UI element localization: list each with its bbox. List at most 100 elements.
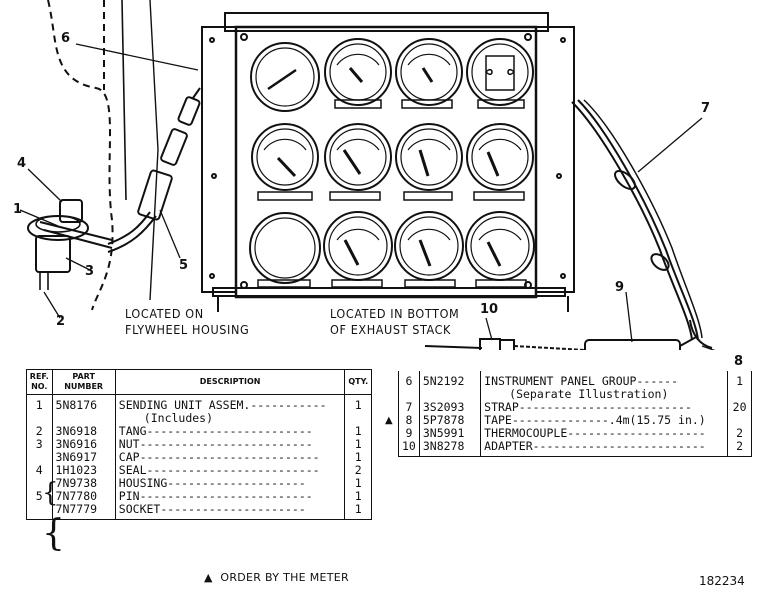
part-number-cell: 7N7779 <box>51 503 116 520</box>
table-row: 10 3N8278 ADAPTER-------------------------… <box>398 439 752 457</box>
description-text: THERMOCOUPLE <box>484 427 568 440</box>
part-number-text: 3N6916 <box>55 437 98 451</box>
description-text: NUT <box>118 438 140 451</box>
gauge-3-2 <box>323 211 393 288</box>
qty-cell: 1 <box>727 371 752 388</box>
thermocouple-probe <box>424 335 699 350</box>
description-leader: ----------- <box>250 398 327 412</box>
part-number-text: 3S2093 <box>422 400 465 414</box>
qty-text: 1 <box>354 502 362 516</box>
part-number-text: 3N6917 <box>55 450 98 464</box>
qty-cell: 1 <box>344 477 372 490</box>
qty-cell: 1 <box>344 490 372 503</box>
part-number-cell: 3N6917 <box>51 450 116 464</box>
ref-text: 5 <box>35 489 43 503</box>
description-cell: ADAPTER------------------------- <box>480 440 729 457</box>
description-leader: -------------------- <box>167 477 306 490</box>
qty-text: 1 <box>354 450 362 464</box>
thermocouple-harness <box>571 99 713 349</box>
table-row: (Includes) <box>26 412 372 425</box>
callout-8: 8 <box>734 354 744 369</box>
part-number-cell: 1H1023 <box>51 463 116 477</box>
sending-unit-cable <box>107 87 201 253</box>
part-number-cell <box>51 412 116 425</box>
description-cell: CAP-------------------------- <box>114 451 346 464</box>
description-text: (Includes) <box>143 412 214 425</box>
part-number-cell: 5N2192 <box>418 371 482 388</box>
brace-ref-4: { <box>42 478 59 508</box>
ref-text: 9 <box>405 426 413 440</box>
ref-cell: 3 <box>26 438 53 451</box>
figure-number: 182234 <box>699 574 745 588</box>
table-row: 3N6917 CAP-------------------------- 1 <box>26 450 372 464</box>
caption-exhaust-line1: LOCATED IN BOTTOM <box>330 306 460 321</box>
description-text: (Separate Illustration) <box>509 388 669 401</box>
part-number-text: 7N7780 <box>55 489 98 503</box>
part-number-text: 5N8176 <box>55 398 98 412</box>
caption-flywheel-line1: LOCATED ON <box>125 306 204 321</box>
qty-text: 1 <box>354 398 362 412</box>
qty-cell: 1 <box>344 450 372 464</box>
gauge-3-1-blank <box>249 212 321 288</box>
callout-4: 4 <box>17 156 27 171</box>
part-number-text: 5P7878 <box>422 413 465 427</box>
ref-text: 1 <box>35 398 43 412</box>
footnote: ▲ ORDER BY THE METER <box>204 571 349 584</box>
gauge-2-2 <box>324 123 392 201</box>
qty-text: 1 <box>354 424 362 438</box>
ref-cell: 6 <box>398 371 420 388</box>
part-number-cell: 3N5991 <box>418 426 482 440</box>
qty-cell: 2 <box>727 440 752 457</box>
qty-cell <box>727 388 752 401</box>
gauge-1-3 <box>395 38 463 109</box>
description-text: ADAPTER <box>484 440 533 453</box>
callout-3: 3 <box>85 264 95 279</box>
callout-7: 7 <box>701 101 711 116</box>
qty-cell: 1 <box>344 424 372 438</box>
header-qty: QTY. <box>344 369 372 395</box>
header-ref-no: REF. NO. <box>26 369 53 395</box>
callout-5: 5 <box>179 258 189 273</box>
description-leader: -------------------------- <box>139 451 320 464</box>
qty-cell: 1 <box>344 502 372 520</box>
ref-text: 2 <box>35 424 43 438</box>
qty-text: 2 <box>736 426 744 440</box>
callout-2: 2 <box>56 314 66 329</box>
part-number-text: 3N5991 <box>422 426 465 440</box>
ref-text: 7 <box>405 400 413 414</box>
qty-cell: 2 <box>344 464 372 477</box>
qty-text: 1 <box>736 374 744 388</box>
qty-text: 1 <box>354 437 362 451</box>
qty-cell <box>727 414 752 427</box>
description-leader: ------ <box>636 374 679 388</box>
caption-exhaust-line2: OF EXHAUST STACK <box>330 322 451 337</box>
gauge-2-3 <box>395 123 463 201</box>
housing-edge-2 <box>149 0 159 301</box>
part-number-cell: 7N7780 <box>51 489 116 503</box>
table-row: (Separate Illustration) <box>398 388 752 401</box>
part-number-text: 3N8278 <box>422 439 465 453</box>
ref-cell: 1 <box>26 394 53 412</box>
ref-text: 10 <box>402 439 416 453</box>
ref-cell: 4 <box>26 464 53 477</box>
part-number-cell: 3N6918 <box>51 425 116 438</box>
description-text: TANG <box>118 425 147 438</box>
callout-9: 9 <box>615 280 625 295</box>
instrument-panel <box>201 12 575 312</box>
description-text: INSTRUMENT PANEL GROUP <box>484 374 637 388</box>
description-text: HOUSING <box>118 477 168 490</box>
gauge-1-4-plug <box>466 38 534 109</box>
qty-cell: 20 <box>727 401 752 414</box>
part-number-text: 1H1023 <box>55 463 98 477</box>
